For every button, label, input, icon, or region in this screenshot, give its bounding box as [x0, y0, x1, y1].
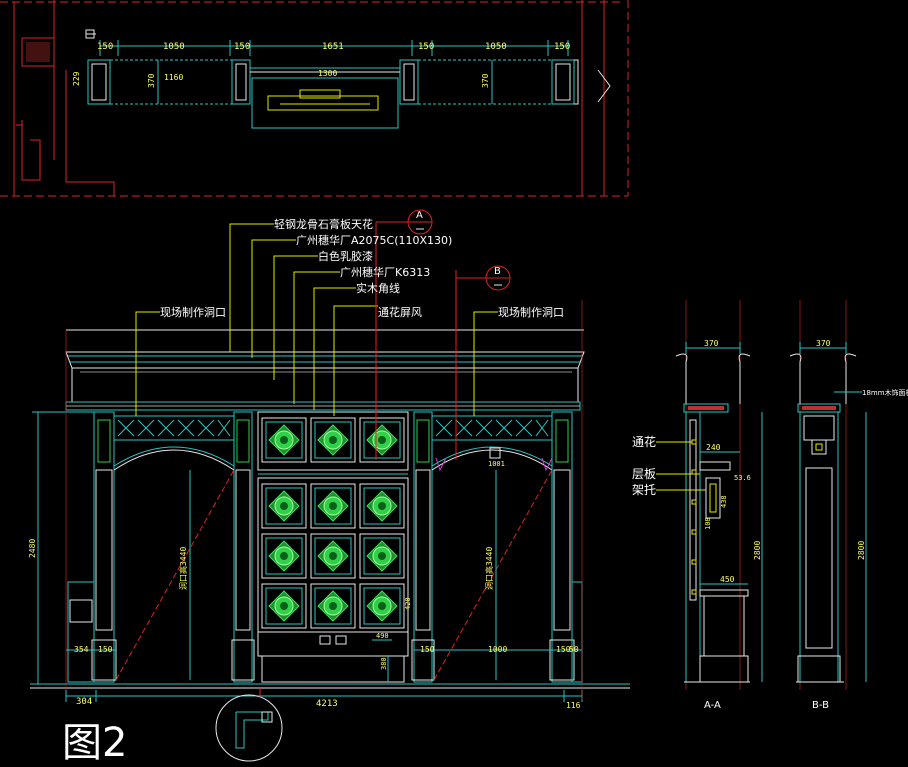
section-a-dim-ext: 53.6 [734, 474, 751, 482]
small-box-dim: 1001 [488, 460, 505, 468]
screen-panel [359, 483, 405, 529]
screen-panel [261, 417, 307, 463]
plan-vdim-4: 1300 [318, 69, 337, 78]
plan-vdim-3: 1160 [164, 73, 183, 82]
svg-text:A: A [416, 210, 423, 221]
right-opening-height: 洞口高3440 [484, 547, 494, 590]
section-a-label-tonghua: 通花 [632, 434, 656, 449]
section-b-top-width: 370 [816, 339, 831, 348]
section-a-height: 2800 [753, 541, 762, 560]
screen-base-dim: 380 [380, 657, 388, 670]
screen-panel [310, 583, 356, 629]
screen-panel [310, 533, 356, 579]
screen-side-dim: 420 [404, 597, 412, 610]
section-marker-a: A [407, 209, 433, 235]
plan-vdim-1: 229 [72, 71, 81, 86]
plan-dim-1: 150 [97, 42, 113, 52]
section-a-label-cengban: 层板 [632, 467, 656, 481]
section-a-base-width: 450 [720, 575, 735, 584]
plan-dim-3: 150 [234, 42, 250, 52]
section-a-view: 370 240 53.6 108 438 450 2800 [656, 300, 763, 690]
callout-left-opening: 现场制作洞口 [160, 305, 226, 319]
elev-right-offset: 116 [566, 701, 581, 710]
right-base-dim-c: 150 [556, 645, 571, 654]
callout-molding-model: 广州穗华厂K6313 [340, 265, 430, 279]
detail-callout-circle [215, 688, 283, 762]
screen-panel [359, 583, 405, 629]
section-a-shelf-width: 240 [706, 443, 721, 452]
svg-text:B: B [494, 266, 501, 277]
section-marker-b: B [485, 265, 511, 291]
elev-left-offset: 304 [76, 697, 92, 707]
screen-panel [359, 417, 405, 463]
callout-right-opening: 现场制作洞口 [498, 305, 564, 319]
figure-label: 图2 [62, 720, 127, 766]
left-base-dim-a: 354 [74, 645, 89, 654]
section-a-dim-up: 108 [704, 517, 712, 530]
callout-leaders [65, 221, 583, 700]
section-b-title: B-B [812, 700, 829, 711]
screen-panel-grid [261, 417, 405, 629]
callout-ceiling: 轻钢龙骨石膏板天花 [274, 217, 373, 231]
right-base-dim-b: 1000 [488, 645, 507, 654]
plan-dim-4: 1651 [322, 42, 344, 52]
callout-screen: 通花屏风 [378, 306, 422, 319]
right-base-dim-d: 50 [569, 645, 579, 654]
screen-panel [310, 417, 356, 463]
section-a-title: A-A [704, 700, 721, 711]
plan-dim-2: 1050 [163, 42, 185, 52]
left-base-dim-b: 150 [98, 645, 113, 654]
plan-dim-6: 1050 [485, 42, 507, 52]
plan-view: 150 1050 150 1651 150 1050 150 229 370 1… [0, 0, 629, 197]
section-b-view: 370 2800 [789, 300, 867, 690]
elev-height-dim: 2480 [28, 539, 37, 558]
elev-total-width: 4213 [316, 699, 338, 709]
screen-panel [359, 533, 405, 579]
screen-width-dim: 490 [376, 632, 389, 640]
left-opening-height: 洞口高3440 [178, 547, 188, 590]
right-base-dim-a: 150 [420, 645, 435, 654]
section-b-note: 18mm木饰面板 [862, 388, 908, 397]
plan-dim-7: 150 [554, 42, 570, 52]
section-a-dim-down: 438 [720, 495, 728, 508]
plan-vdim-5: 370 [481, 73, 490, 88]
section-a-top-width: 370 [704, 339, 719, 348]
screen-panel [261, 583, 307, 629]
screen-panel [261, 533, 307, 579]
plan-dim-5: 150 [418, 42, 434, 52]
screen-panel [310, 483, 356, 529]
main-elevation: 2480 洞口高3440 洞口高3440 1001 304 4213 116 3… [28, 329, 630, 710]
section-b-height: 2800 [857, 541, 866, 560]
callout-paint: 白色乳胶漆 [318, 249, 373, 263]
section-a-label-jiatuo: 架托 [632, 483, 656, 497]
plan-vdim-2: 370 [147, 73, 156, 88]
screen-panel [261, 483, 307, 529]
callout-wood-line: 实木角线 [356, 281, 400, 295]
callout-cornice-model: 广州穗华厂A2075C(110X130) [296, 233, 452, 247]
